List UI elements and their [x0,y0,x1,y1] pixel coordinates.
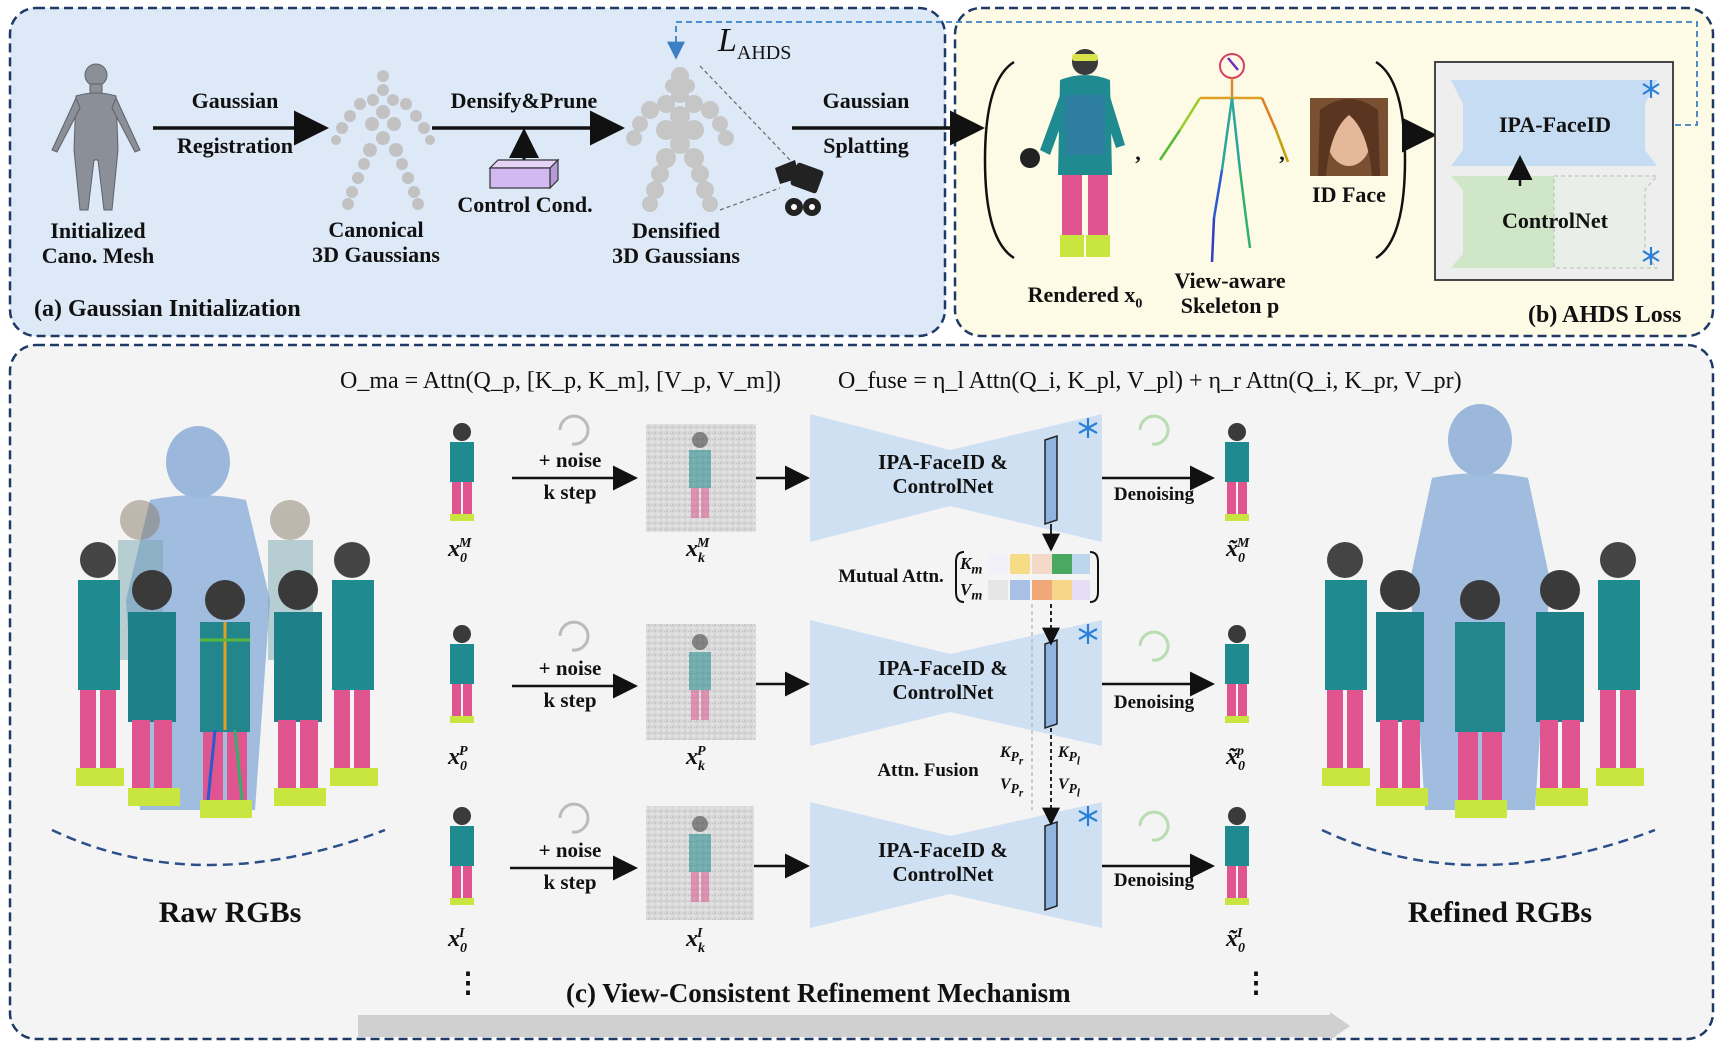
control-cond-label: Control Cond. [457,192,593,217]
refined-rgbs-image [1321,404,1656,867]
arrow1-bottom-label: Registration [176,133,294,158]
camera-icon [699,65,824,216]
km-label: Km [960,554,983,578]
denoise-label-row2: Denoising [1113,692,1195,713]
snowflake-icon [1642,247,1660,265]
panel-c-title: (c) View-Consistent Refinement Mechanism [566,978,1071,1008]
xt-m-label: x̃0M [1226,536,1250,566]
attn-fusion-label: Attn. Fusion [877,760,979,781]
comma-1: , [1135,140,1141,165]
step-label-row1: k step [543,480,597,504]
mutual-attn-label: Mutual Attn. [838,566,944,587]
xt-i-label: x̃0I [1226,926,1245,956]
kpl-label: KPl [1058,744,1080,768]
densified-gaussians [626,67,734,212]
xk-m-label: xkM [686,536,710,566]
xk-i-label: xkI [686,926,705,956]
kpr-label: KPr [1000,744,1024,768]
x0-p-label: x0P [448,744,468,774]
canonical-gaussians [331,70,435,210]
mesh-figure [51,63,141,211]
unet-label-row3: IPA-FaceID &ControlNet [878,838,1008,887]
row-2 [450,620,1249,746]
refined-rgbs-label: Refined RGBs [1407,896,1593,929]
formula-attn-fusion: O_fuse = η_l Attn(Q_i, K_pl, V_pl) + η_r… [838,368,1462,394]
step-label-row2: k step [543,688,597,712]
x0-m-label: x0M [448,536,472,566]
noise-label-row3: + noise [538,838,602,862]
panel-a-title: (a) Gaussian Initialization [34,296,301,322]
control-cond-cube [488,158,560,190]
ipa-faceid-label: IPA-FaceID [1499,112,1611,137]
row-3 [450,802,1249,928]
id-face-image [1310,98,1388,176]
step-label-row3: k step [543,870,597,894]
noise-label-row1: + noise [538,448,602,472]
unet-label-row2: IPA-FaceID &ControlNet [878,656,1008,705]
formula-mutual-attn: O_ma = Attn(Q_p, [K_p, K_m], [V_p, V_m]) [340,368,782,394]
ipa-faceid-block [1451,80,1657,166]
arrow3-bottom-label: Splatting [823,133,909,158]
arrow1-top-label: Gaussian [191,88,279,113]
id-face-label: ID Face [1312,182,1386,207]
mutual-attn-tokens [955,551,1099,603]
controlnet-label: ControlNet [1502,208,1608,233]
vpr-label: VPr [1000,776,1024,800]
vm-label: Vm [960,580,983,604]
xt-p-label: x̃0p [1226,744,1245,774]
controlnet-frozen-block [1553,175,1659,269]
arrow2-top-label: Densify&Prune [450,88,598,113]
panel-b-title: (b) AHDS Loss [1528,302,1682,328]
row-1 [450,414,1249,542]
rendered-label: Rendered x0 [1027,282,1143,312]
denoise-label-row1: Denoising [1113,484,1195,505]
comma-2: , [1279,140,1285,165]
denoise-label-row3: Denoising [1113,870,1195,891]
rendered-person [1020,49,1125,257]
snowflake-icon [1642,80,1660,98]
panel-a-box [8,6,947,338]
loss-label: LAHDS [718,22,792,64]
xk-p-label: xkP [686,744,706,774]
arrow3-top-label: Gaussian [822,88,910,113]
controlnet-block [1451,176,1554,268]
skeleton-figure [1158,53,1290,263]
ellipsis-right: ⋮ [1242,968,1270,999]
raw-rgbs-image [51,426,386,867]
vpl-label: VPl [1058,776,1080,800]
unet-label-row1: IPA-FaceID &ControlNet [878,450,1008,499]
x0-i-label: x0I [448,926,467,956]
raw-rgbs-label: Raw RGBs [158,896,302,929]
noise-label-row2: + noise [538,656,602,680]
ellipsis-left: ⋮ [454,968,482,999]
